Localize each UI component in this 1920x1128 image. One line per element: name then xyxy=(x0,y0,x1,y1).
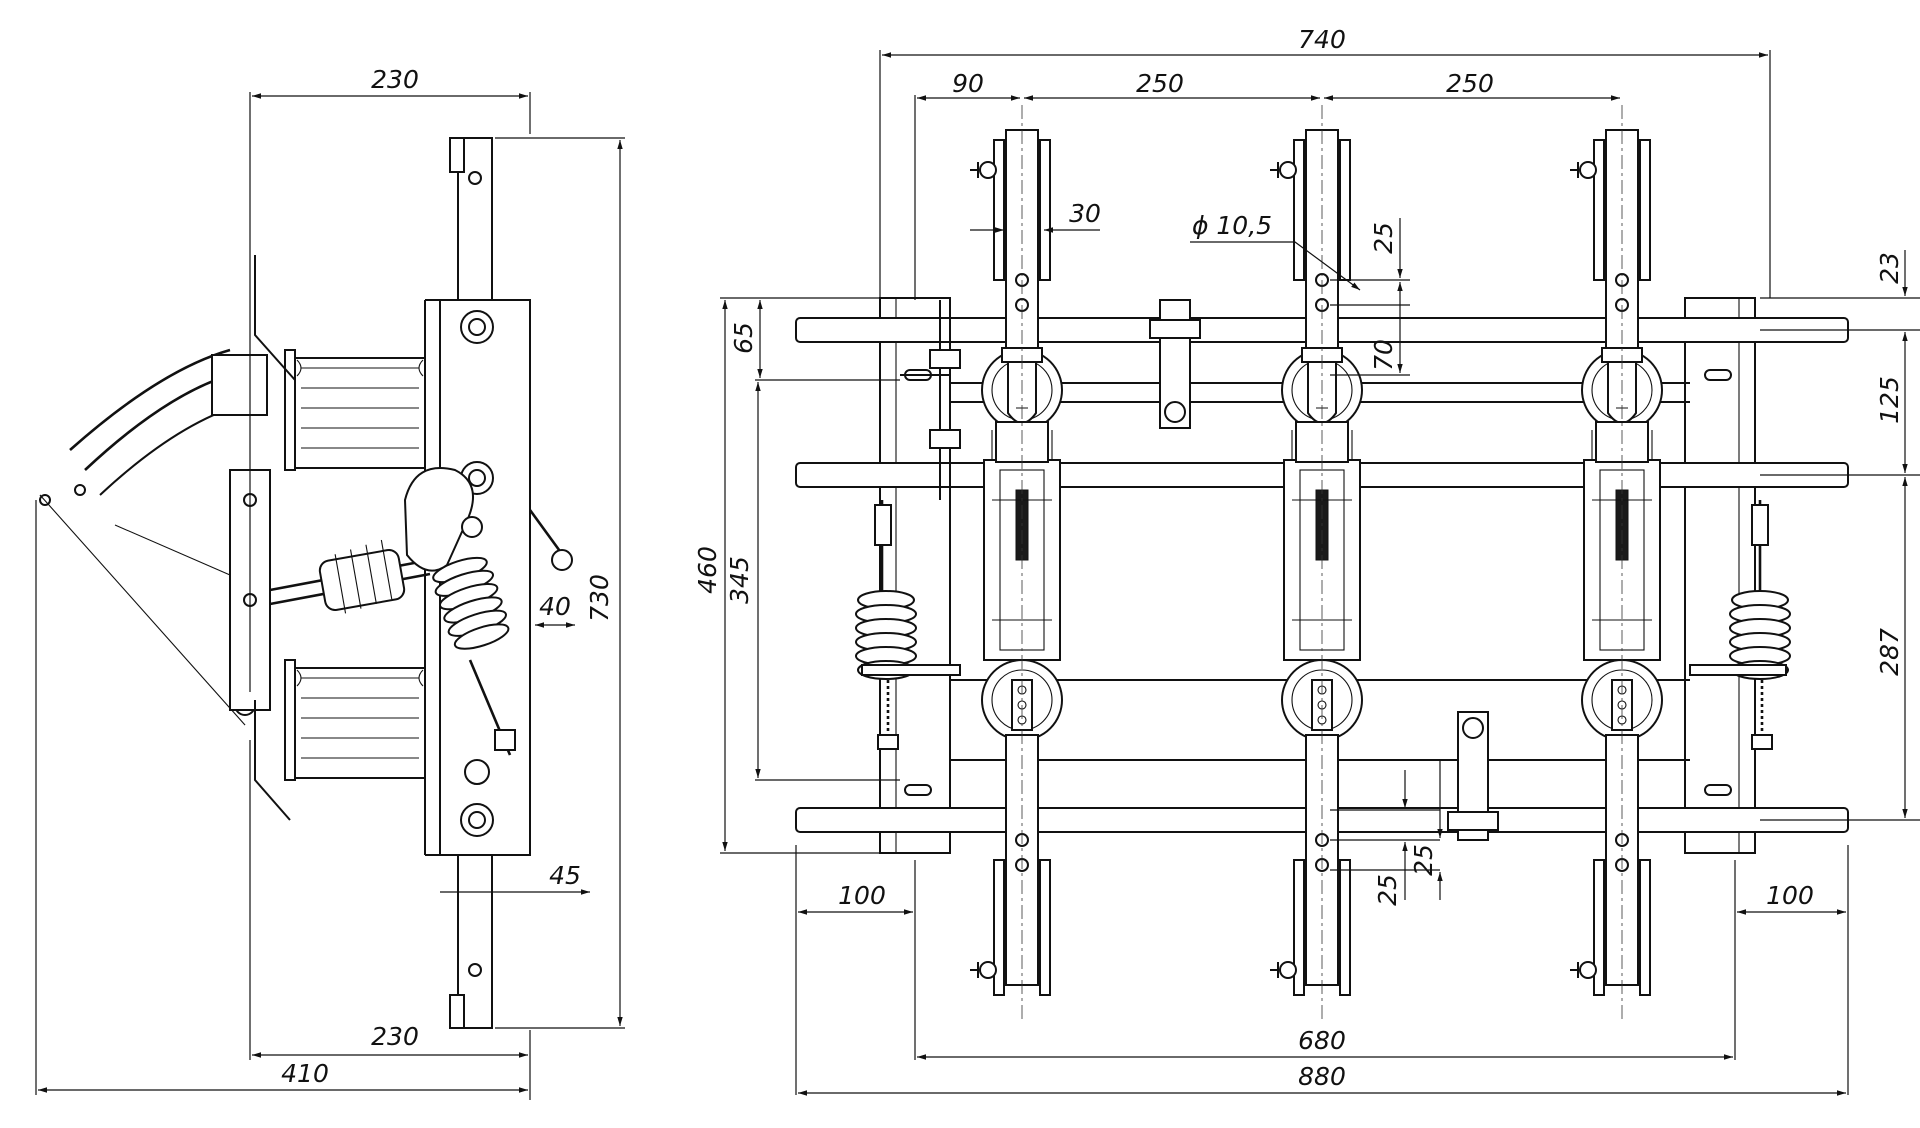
dim-front-740: 740 xyxy=(1298,25,1346,54)
dim-front-left-345: 345 xyxy=(725,556,754,604)
dim-front-250-a: 250 xyxy=(1136,69,1184,98)
side-lower-insulator xyxy=(284,659,426,781)
front-interlock-rod xyxy=(900,300,961,500)
dim-front-bottom-25-a: 25 xyxy=(1373,874,1402,906)
dim-front-hole-25-top: 25 xyxy=(1369,222,1398,254)
dim-front-right-23: 23 xyxy=(1875,252,1904,284)
side-dimensions: 230 730 40 45 230 410 xyxy=(35,65,625,1100)
side-lever xyxy=(403,467,573,572)
side-blade-linkage xyxy=(34,255,296,821)
pole-1 xyxy=(969,129,1063,996)
front-drive-lug-bottom xyxy=(1447,711,1499,841)
front-spring-right xyxy=(1689,500,1791,750)
pole-3 xyxy=(1569,129,1663,996)
dim-front-70: 70 xyxy=(1369,339,1398,371)
side-upper-insulator xyxy=(284,349,426,471)
dim-front-left-65: 65 xyxy=(729,322,758,354)
dim-side-bracket-45: 45 xyxy=(549,861,581,890)
side-spring xyxy=(427,551,516,756)
dim-front-250-b: 250 xyxy=(1446,69,1494,98)
dim-front-880: 880 xyxy=(1298,1062,1346,1091)
dim-side-top-230: 230 xyxy=(371,65,419,94)
dim-front-right-125: 125 xyxy=(1875,376,1904,424)
front-spring-left xyxy=(855,500,961,750)
dim-front-blade-30: 30 xyxy=(1069,199,1101,228)
pole-2 xyxy=(1269,129,1363,996)
dim-front-right-287: 287 xyxy=(1875,628,1904,676)
front-dimensions: 740 90 250 250 30 ϕ 10,5 25 70 23 125 28… xyxy=(693,25,1920,1096)
side-middle-insulator xyxy=(269,539,431,614)
dim-front-overhang-left-100: 100 xyxy=(838,881,886,910)
dim-front-overhang-right-100: 100 xyxy=(1766,881,1814,910)
dim-front-bottom-25-b: 25 xyxy=(1409,844,1438,876)
dim-front-90: 90 xyxy=(952,69,984,98)
front-drive-lug-top xyxy=(1149,299,1201,429)
dim-front-left-460: 460 xyxy=(693,546,722,594)
dim-side-height-730: 730 xyxy=(585,574,614,622)
dim-front-hole-diameter: ϕ 10,5 xyxy=(1192,211,1272,240)
side-view xyxy=(34,137,573,1029)
dim-side-bottom-230: 230 xyxy=(371,1022,419,1051)
front-frame-left xyxy=(879,297,951,854)
dim-side-lever-40: 40 xyxy=(539,592,571,621)
front-view xyxy=(795,105,1849,1020)
dim-side-depth-410: 410 xyxy=(281,1059,329,1088)
front-frame-right xyxy=(1684,297,1756,854)
dim-front-680: 680 xyxy=(1298,1026,1346,1055)
